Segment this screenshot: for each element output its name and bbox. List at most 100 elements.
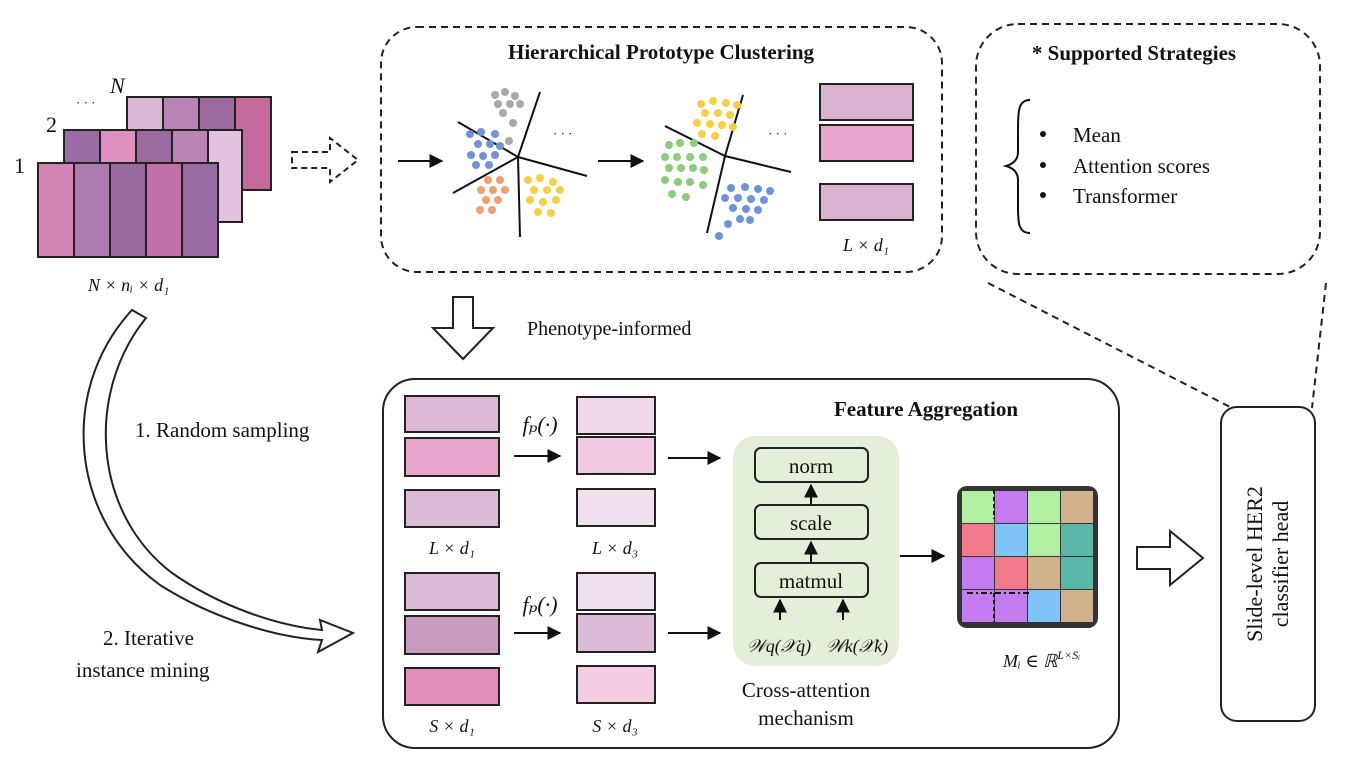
cluster-point — [488, 206, 496, 214]
bottom-right-dimension-label: S × d₃ — [592, 716, 637, 736]
cluster-point — [479, 152, 487, 160]
cluster-ellipsis-2: · · · — [768, 126, 788, 141]
cross-attention-caption-line2: mechanism — [758, 706, 854, 730]
cluster-point — [509, 119, 517, 127]
cluster-plot-1 — [452, 88, 588, 238]
cluster-point — [534, 208, 542, 216]
key-projection-label: 𝒲k(𝒳k) — [826, 636, 888, 657]
cluster-point — [476, 206, 484, 214]
cluster-point — [729, 123, 737, 131]
cluster-point — [754, 206, 762, 214]
cluster-point — [491, 130, 499, 138]
cluster-point — [543, 186, 551, 194]
cluster-point — [665, 164, 673, 172]
bottom-left-dimension-label: S × d₁ — [429, 716, 474, 736]
cluster-point — [516, 100, 524, 108]
cluster-point — [665, 141, 673, 149]
cluster-point — [530, 186, 538, 194]
aggregation-title: Feature Aggregation — [834, 397, 1018, 421]
matrix-cell — [1061, 590, 1093, 622]
prototype-dimension-label: L × d₁ — [842, 235, 889, 255]
cluster-point — [501, 88, 509, 96]
cluster-point — [727, 184, 735, 192]
strategy-attention-scores: Attention scores — [1073, 154, 1210, 178]
cluster-point — [661, 176, 669, 184]
fp-label-bottom: fₚ(·) — [522, 592, 557, 617]
cluster-blue — [466, 128, 504, 169]
cluster-point — [506, 100, 514, 108]
cluster-point — [733, 101, 741, 109]
cluster-point — [496, 176, 504, 184]
cluster-point — [677, 164, 685, 172]
cluster-point — [496, 142, 504, 150]
right-arrow-icon — [1136, 528, 1205, 588]
cluster-point — [686, 178, 694, 186]
cluster-point — [698, 130, 706, 138]
cluster-point — [501, 186, 509, 194]
cluster-point — [505, 137, 513, 145]
matrix-label: Mᵢ ∈ ℝL×Sᵢ — [1002, 648, 1080, 671]
bag-label-n: N — [109, 73, 126, 98]
cluster-point — [472, 161, 480, 169]
matrix-cell — [1028, 590, 1060, 622]
cluster-point — [485, 161, 493, 169]
cluster-point — [491, 151, 499, 159]
cluster-point — [673, 153, 681, 161]
cluster-point — [674, 178, 682, 186]
cluster-point — [499, 109, 507, 117]
matrix-cell — [962, 491, 994, 523]
prototype-blocks-input — [404, 395, 500, 528]
matrix-cell — [1061, 491, 1093, 523]
strategy-transformer: Transformer — [1073, 184, 1177, 208]
sampling-step-2-line2: instance mining — [76, 658, 210, 682]
matrix-cell — [995, 590, 1027, 622]
matrix-cell — [1028, 491, 1060, 523]
matrix-cell — [1028, 557, 1060, 589]
bag-1 — [37, 162, 219, 258]
cluster-point — [726, 111, 734, 119]
cluster-point — [736, 215, 744, 223]
norm-label: norm — [789, 454, 833, 478]
cluster-point — [474, 140, 482, 148]
cluster-ellipsis-1: · · · — [553, 126, 573, 141]
matmul-label: matmul — [779, 569, 843, 593]
bag-ellipsis: · · · — [76, 95, 96, 110]
cluster-point — [682, 193, 690, 201]
bag-label-2: 2 — [46, 112, 57, 137]
cluster-point — [466, 130, 474, 138]
matrix-cell — [1028, 524, 1060, 556]
cluster-point — [494, 196, 502, 204]
prototype-stack — [819, 83, 914, 221]
cluster-point — [741, 183, 749, 191]
connector-line — [1311, 282, 1327, 409]
fp-label-top: fₚ(·) — [522, 412, 557, 437]
cluster-point — [699, 153, 707, 161]
bag-dimension-label: N × nᵢ × d₁ — [87, 275, 169, 295]
cluster-point — [524, 176, 532, 184]
cluster-point — [729, 204, 737, 212]
cluster-point — [747, 195, 755, 203]
cluster-point — [477, 128, 485, 136]
cluster-point — [760, 196, 768, 204]
matrix-label-main: Mᵢ ∈ ℝ — [1002, 651, 1058, 671]
classifier-line2: classifier head — [1268, 501, 1293, 627]
cluster-point — [722, 99, 730, 107]
cluster-point — [715, 232, 723, 240]
matrix-cell — [1061, 524, 1093, 556]
cluster-green — [661, 139, 708, 201]
cluster-point — [718, 121, 726, 129]
cross-attention-caption-line1: Cross-attention — [742, 678, 871, 702]
matrix-cell — [962, 557, 994, 589]
brace-icon — [1002, 99, 1031, 234]
cluster-point — [549, 178, 557, 186]
cluster-point — [486, 140, 494, 148]
cluster-point — [491, 91, 499, 99]
matrix-cell — [995, 491, 1027, 523]
sampling-step-1: 1. Random sampling — [135, 418, 310, 442]
curved-arrow-icon — [82, 308, 356, 655]
cluster-gray — [491, 88, 524, 145]
cluster-point — [539, 198, 547, 206]
cluster-point — [676, 139, 684, 147]
cluster-point — [547, 209, 555, 217]
